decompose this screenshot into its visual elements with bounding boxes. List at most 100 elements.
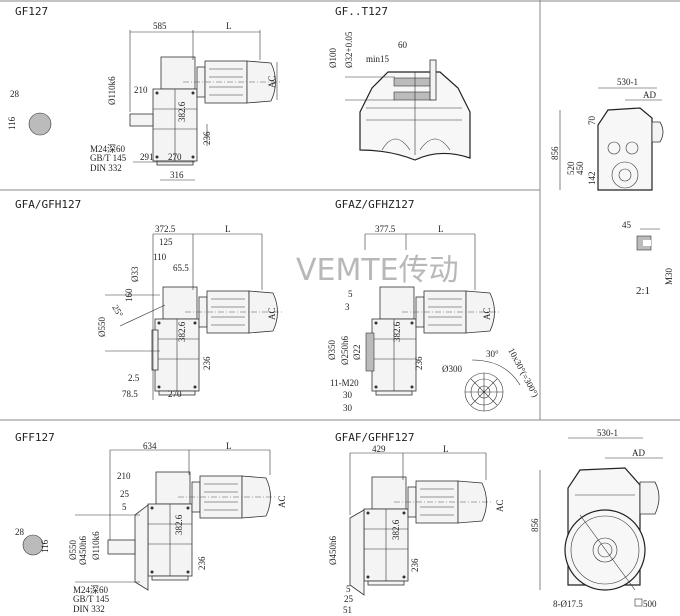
dim-382: 382.6 (177, 321, 187, 342)
flange (134, 504, 149, 591)
angle-30: 30° (486, 349, 499, 359)
dim-28: 28 (10, 89, 20, 99)
dim-threads: 11-M20 (330, 378, 359, 388)
view-title: GFA/GFH127 (15, 198, 81, 211)
dim-d250: Ø250h6 (340, 336, 350, 365)
dim-51: 51 (343, 605, 352, 615)
dim-d550: Ø550 (68, 540, 78, 560)
dim-530: 530-1 (597, 428, 618, 438)
dim-236: 236 (197, 556, 207, 570)
dim-M30: M30 (664, 267, 674, 285)
dim-min15: min15 (366, 54, 390, 64)
dim-210: 210 (117, 471, 131, 481)
dim-236: 236 (410, 558, 420, 572)
gearmotor-drawing (154, 286, 284, 396)
view-title: GFF127 (15, 431, 55, 444)
dim-450: 450 (575, 161, 585, 175)
shaft-section-icon (28, 112, 52, 136)
gearmotor-drawing (147, 471, 277, 581)
note-std2: DIN 332 (73, 604, 105, 614)
gearmotor-drawing (152, 56, 282, 166)
view-gff127: GFF127 634 L 210 25 5 28 116 Ø550 Ø450h6… (15, 431, 287, 614)
note-std1: GB/T 145 (73, 594, 110, 604)
dim-5: 5 (348, 289, 353, 299)
dim-5: 5 (346, 584, 351, 594)
dim-160: 160 (124, 288, 134, 302)
dim-372: 372.5 (155, 224, 176, 234)
dim-377: 377.5 (375, 224, 396, 234)
dim-125: 125 (159, 237, 173, 247)
scale-label: 2:1 (636, 285, 650, 297)
dim-382: 382.6 (174, 514, 184, 535)
dim-634: 634 (143, 441, 157, 451)
dim-116: 116 (7, 116, 17, 130)
dim-AC: AC (277, 495, 287, 508)
note-thread: M24深60 (73, 585, 109, 595)
dim-shaft-dia: Ø110k6 (107, 76, 117, 105)
dim-270: 270 (168, 152, 182, 162)
dim-45: 45 (622, 220, 632, 230)
dim-AC: AC (267, 75, 277, 88)
dim-d300: Ø300 (442, 364, 462, 374)
dim-holes: 8-Ø17.5 (553, 599, 583, 609)
dim-d450: Ø450h6 (78, 536, 88, 565)
dim-316: 316 (170, 170, 184, 180)
dim-236: 236 (202, 356, 212, 370)
dim-382: 382.6 (392, 321, 402, 342)
dim-78: 78.5 (122, 389, 138, 399)
dim-L: L (226, 21, 232, 31)
flange (349, 509, 365, 596)
dim-5: 5 (122, 502, 127, 512)
dim-585: 585 (153, 21, 167, 31)
dim-L: L (443, 444, 449, 454)
dim-AC: AC (267, 307, 277, 320)
dim-L: L (438, 224, 444, 234)
dim-142: 142 (587, 172, 597, 186)
dim-2-5: 2.5 (128, 373, 140, 383)
angle-25: 25° (110, 303, 125, 319)
view-title: GFAZ/GFHZ127 (335, 198, 414, 211)
dim-236: 236 (202, 131, 212, 145)
watermark: VEMTE传动 (296, 253, 459, 288)
dim-270: 270 (168, 389, 182, 399)
dim-d100: Ø100 (328, 48, 338, 68)
square-icon (634, 598, 643, 607)
dim-30b: 30 (343, 403, 353, 413)
view-gft127: GF..T127 Ø100 Ø32+0.05 60 min15 (328, 5, 471, 161)
dim-382: 382.6 (177, 101, 187, 122)
dim-60: 60 (398, 40, 408, 50)
dim-L: L (225, 224, 231, 234)
dim-d22: Ø22 (352, 345, 362, 361)
key-detail: 45 M30 2:1 (622, 220, 674, 297)
dim-110: 110 (153, 252, 167, 262)
dim-116: 116 (40, 539, 50, 553)
dim-AC: AC (495, 499, 505, 512)
dim-L: L (226, 441, 232, 451)
note-thread: M24深60 (90, 144, 126, 154)
dim-d110: Ø110k6 (91, 531, 101, 560)
dim-382: 382.6 (391, 519, 401, 540)
note-std1: GB/T 145 (90, 153, 127, 163)
dim-30a: 30 (343, 390, 353, 400)
view-title: GF..T127 (335, 5, 388, 18)
dim-AC: AC (482, 307, 492, 320)
dim-3: 3 (345, 302, 350, 312)
view-gfa127: GFA/GFH127 372.5 L 125 110 65.5 Ø33 160 … (15, 198, 284, 400)
dim-28: 28 (15, 527, 25, 537)
dim-210: 210 (134, 85, 148, 95)
dim-429: 429 (372, 444, 386, 454)
flange-circle (564, 509, 646, 591)
dim-856: 856 (530, 518, 540, 532)
dim-856: 856 (550, 146, 560, 160)
dim-d450: Ø450h6 (328, 536, 338, 565)
gearmotor-drawing (363, 476, 493, 586)
dim-65: 65.5 (173, 263, 189, 273)
view-gfaz127: GFAZ/GFHZ127 377.5 L 5 3 AC 382.6 Ø350 Ø… (327, 198, 541, 413)
dim-AD: AD (632, 448, 645, 458)
dim-AD: AD (643, 90, 656, 100)
dim-500: 500 (643, 599, 657, 609)
dim-25: 25 (344, 594, 354, 604)
view-title: GF127 (15, 5, 48, 18)
end-view-top: 530-1 AD 70 856 520 450 142 (550, 77, 664, 191)
